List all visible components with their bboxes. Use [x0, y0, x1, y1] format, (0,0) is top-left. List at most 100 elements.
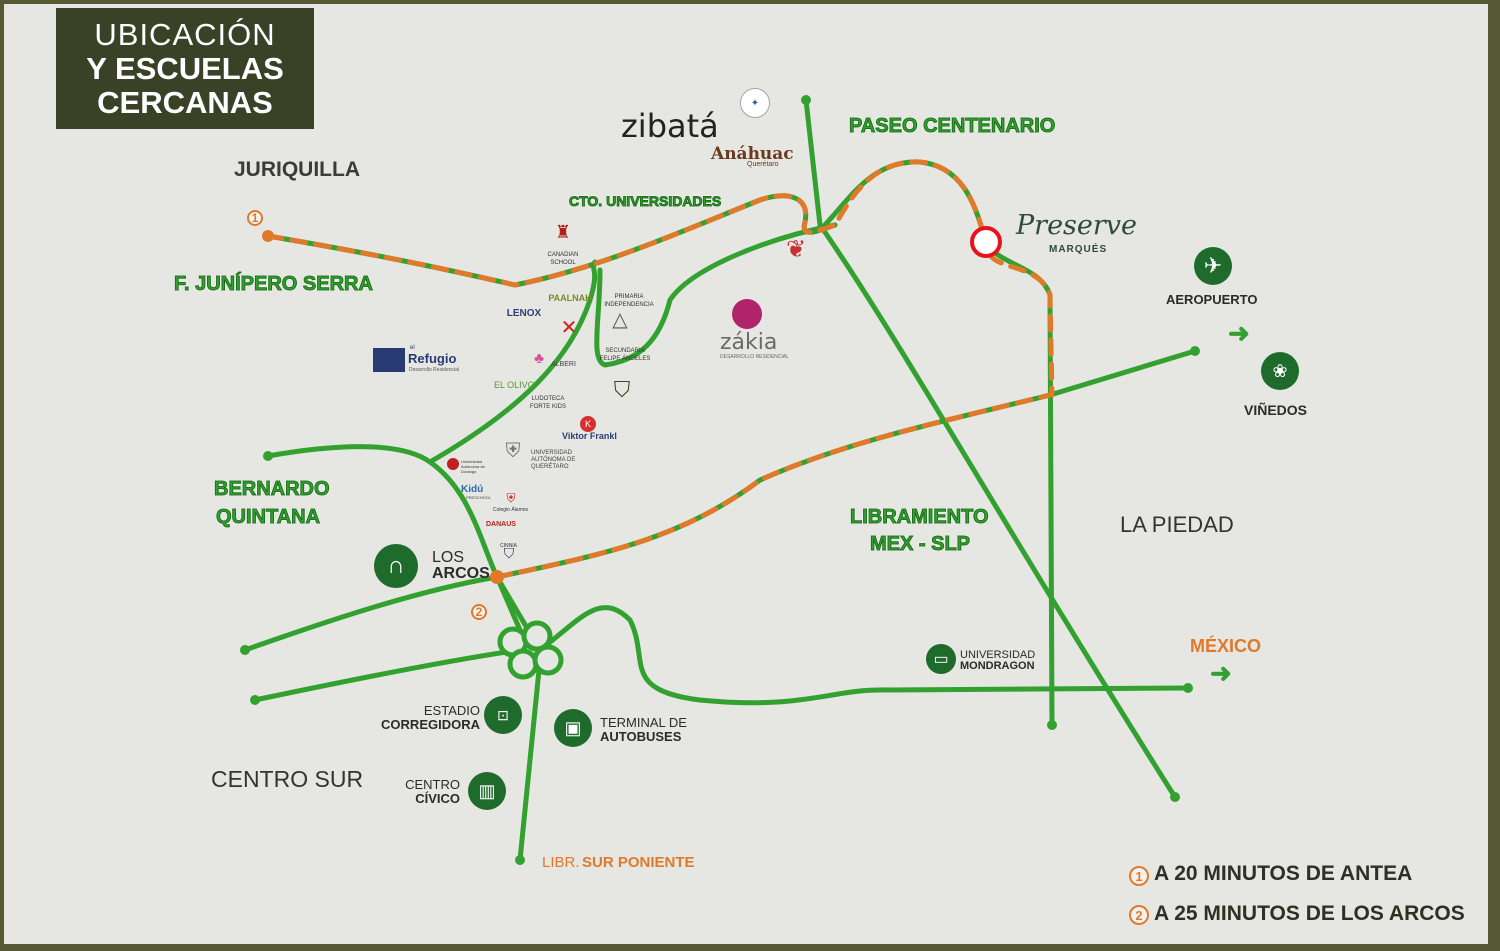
road-sur-poniente	[517, 657, 543, 863]
road-mexico	[537, 605, 1191, 706]
label-libr: LIBR.	[542, 854, 580, 871]
refugio-logo-icon	[373, 348, 405, 372]
logo-uaq-a: UNIVERSIDAD	[531, 450, 573, 456]
arrow-right-icon: ➜	[1228, 318, 1250, 348]
route-preserve-south	[987, 252, 1055, 398]
logo-primaria: PRIMARIA INDEPENDENCIA	[602, 293, 656, 309]
logo-cinnia: CINNIA	[500, 543, 517, 549]
logo-viktor: Viktor Frankl	[562, 431, 617, 441]
label-civico-a: CENTRO	[405, 777, 460, 792]
label-cto-universidades: CTO. UNIVERSIDADES	[568, 193, 722, 210]
label-mex-slp: MEX - SLP	[869, 533, 971, 556]
label-civico: CENTRO CÍVICO	[402, 778, 460, 806]
label-los-arcos: LOS ARCOS	[432, 550, 490, 582]
logo-secundaria: SECUNDARIA FELIPE ÁNGELES	[598, 347, 652, 363]
label-mondragon: UNIVERSIDAD MONDRAGON	[960, 650, 1035, 672]
logo-ludoteca: LUDOTECA FORTE KIDS	[528, 395, 568, 411]
logo-danaus: DANAUS	[486, 521, 516, 528]
logo-lenox: LENOX	[506, 308, 542, 319]
airplane-icon: ✈	[1194, 247, 1232, 285]
road-school-corridor	[427, 259, 598, 465]
logo-ud: Universidad Autónoma de Durango	[461, 459, 485, 474]
title-line-2: Y ESCUELAS	[86, 51, 284, 86]
preserve-location-marker	[970, 226, 1002, 258]
label-terminal-b: AUTOBUSES	[600, 729, 682, 744]
legend-item-1: A 20 MINUTOS DE ANTEA	[1154, 862, 1413, 885]
label-aeropuerto: AEROPUERTO	[1166, 292, 1258, 307]
label-junipero-serra: F. JUNÍPERO SERRA	[174, 273, 374, 296]
logo-zakia-sub: DESARROLLO RESIDENCIAL	[720, 354, 789, 360]
label-estadio-a: ESTADIO	[423, 703, 480, 718]
route-2-badge: 2	[471, 604, 487, 620]
ud-logo-icon	[447, 458, 459, 470]
logo-anahuac: Anáhuac	[711, 144, 794, 164]
arrow-right-icon: ➜	[1210, 658, 1232, 688]
logo-secundaria-b: FELIPE ÁNGELES	[599, 356, 651, 362]
logo-ludoteca-a: LUDOTECA	[531, 396, 565, 402]
road-west-2	[252, 647, 523, 703]
book-icon: ▭	[926, 644, 956, 674]
label-mondragon-b: MONDRAGON	[960, 660, 1035, 672]
logo-secundaria-a: SECUNDARIA	[605, 348, 645, 354]
route-2-libramiento	[494, 392, 1053, 580]
logo-primaria-b: INDEPENDENCIA	[604, 302, 654, 308]
legend-item-2: A 25 MINUTOS DE LOS ARCOS	[1154, 902, 1465, 925]
viktor-logo-icon: K	[580, 416, 596, 432]
area-zibata: zibatá	[621, 107, 719, 145]
label-paseo-centenario: PASEO CENTENARIO	[848, 115, 1056, 138]
bus-icon: ▣	[554, 709, 592, 747]
label-arcos: ARCOS	[432, 565, 490, 582]
logo-uaq-c: QUERÉTARO	[531, 464, 569, 470]
logo-zakia: zákia	[720, 330, 778, 355]
title-box: UBICACIÓN Y ESCUELAS CERCANAS	[56, 8, 314, 129]
label-civico-b: CÍVICO	[415, 791, 460, 806]
school-logo-icon: ❦	[785, 236, 807, 263]
label-terminal-a: TERMINAL DE	[600, 715, 687, 730]
label-mexico: MÉXICO	[1190, 636, 1262, 656]
cinnia-logo-icon: ⛉	[503, 545, 515, 561]
map-canvas: UBICACIÓN Y ESCUELAS CERCANAS JURIQUILLA…	[4, 4, 1488, 944]
road-network	[240, 95, 1200, 865]
logo-canadian: CANADIAN SCHOOL	[547, 252, 579, 266]
route-1-juriquilla	[265, 159, 988, 288]
stadium-icon: ⊡	[484, 696, 522, 734]
legend-badge-1: 1	[1129, 866, 1149, 886]
logo-refugio-sub: Desarrollo Residencial	[409, 367, 460, 373]
road-libramiento	[494, 348, 1198, 580]
cloverleaf-interchange	[497, 620, 564, 680]
road-junipero-serra	[265, 193, 838, 288]
title-line-1: UBICACIÓN	[94, 17, 276, 52]
area-la-piedad: LA PIEDAD	[1120, 512, 1234, 537]
canadian-logo-icon: ♜	[554, 222, 572, 242]
triangle-logo-icon: △	[612, 309, 628, 331]
label-sur-poniente: SUR PONIENTE	[582, 854, 695, 871]
logo-kidu: Kidú	[461, 484, 484, 495]
cross-logo-icon: ✕	[560, 317, 578, 339]
preserve-logo: Preserve	[1016, 210, 1138, 241]
road-paseo-centenario	[803, 97, 1178, 800]
label-estadio: ESTADIO CORREGIDORA	[374, 704, 480, 732]
logo-ludoteca-b: FORTE KIDS	[530, 404, 566, 410]
label-terminal: TERMINAL DE AUTOBUSES	[600, 716, 687, 744]
road-cto-universidades	[594, 222, 838, 368]
preserve-sub: MARQUÉS	[1049, 244, 1108, 255]
area-centro-sur: CENTRO SUR	[211, 766, 364, 792]
logo-primaria-a: PRIMARIA	[614, 294, 644, 300]
logo-paalnah: PAALNAH	[548, 293, 592, 303]
building-icon: ▥	[468, 772, 506, 810]
route-1-badge: 1	[247, 210, 263, 226]
label-quintana: QUINTANA	[215, 506, 321, 529]
label-bernardo: BERNARDO	[214, 478, 331, 501]
title-line-3: CERCANAS	[97, 85, 273, 120]
school-logo-icon: ✦	[740, 88, 770, 118]
label-estadio-b: CORREGIDORA	[381, 717, 480, 732]
zakia-logo-icon	[732, 299, 762, 329]
label-libramiento: LIBRAMIENTO	[850, 506, 990, 529]
arch-icon: ∩	[374, 544, 418, 588]
shield-logo-icon: ⛉	[613, 377, 631, 402]
uaq-logo-icon: ⛨	[505, 440, 521, 462]
legend-badge-2: 2	[1129, 905, 1149, 925]
label-mondragon-a: UNIVERSIDAD	[960, 649, 1036, 661]
logo-anahuac-sub: Querétaro	[747, 161, 779, 168]
logo-alberi: ALBERI	[551, 361, 576, 368]
